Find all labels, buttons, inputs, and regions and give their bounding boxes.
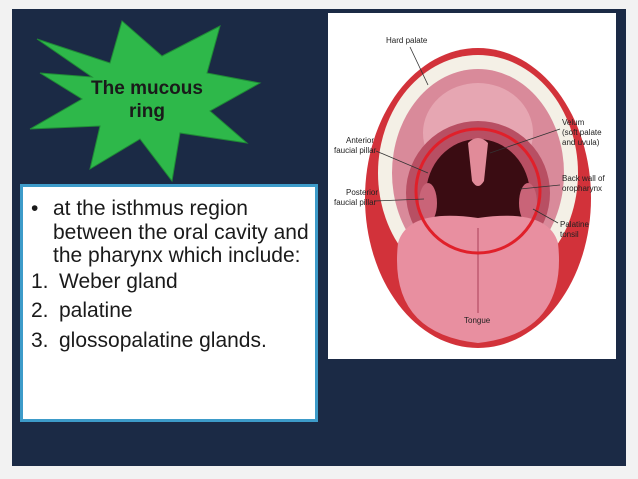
mouth-anatomy-figure: Hard palate Anterior faucial pillar Post…	[328, 13, 616, 359]
list-item: 1.Weber gland	[31, 269, 178, 293]
label-velum-1: Velum	[562, 118, 585, 127]
tonsil-right	[519, 183, 537, 223]
label-posterior-2: faucial pillar	[334, 198, 377, 207]
mouth-diagram: Hard palate Anterior faucial pillar Post…	[334, 36, 605, 348]
list-item: 3.glossopalatine glands.	[31, 328, 267, 352]
label-tonsil-1: Palatine	[560, 220, 589, 229]
label-tonsil-2: tonsil	[560, 230, 579, 239]
bullet-item: • at the isthmus region between the oral…	[31, 197, 309, 268]
list-item: 2.palatine	[31, 299, 133, 322]
label-back-wall-1: Back wall of	[562, 174, 605, 183]
label-back-wall-2: oropharynx	[562, 184, 602, 193]
text-box: • at the isthmus region between the oral…	[20, 184, 318, 422]
label-anterior-1: Anterior	[346, 136, 374, 145]
tonsil-left	[419, 183, 437, 223]
label-hard-palate: Hard palate	[386, 36, 428, 45]
burst-title: The mucous ring	[91, 78, 203, 122]
uvula	[468, 138, 488, 186]
bullet-text: at the isthmus region between the oral c…	[53, 197, 309, 267]
numbered-list: 1.Weber gland 2.palatine 3.glossopalatin…	[31, 270, 309, 353]
label-velum-2: (soft palate	[562, 128, 602, 137]
label-velum-3: and uvula)	[562, 138, 600, 147]
slide: The mucous ring • at the isthmus region …	[12, 9, 626, 466]
highlight-ring	[414, 127, 542, 255]
label-tongue: Tongue	[464, 316, 491, 325]
bullet-dot-icon: •	[31, 197, 39, 220]
starburst-shape	[29, 20, 262, 183]
label-anterior-2: faucial pillar	[334, 146, 377, 155]
label-posterior-1: Posterior	[346, 188, 378, 197]
